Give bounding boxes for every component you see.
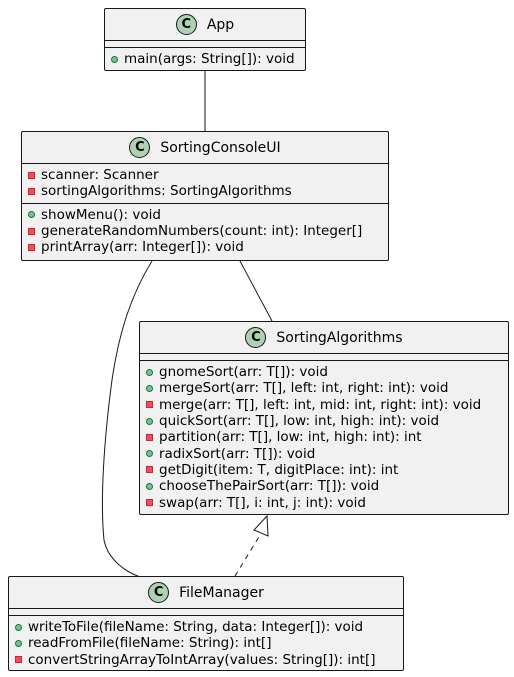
method-text: showMenu(): void [41, 206, 161, 223]
attribute-row: sortingAlgorithms: SortingAlgorithms [28, 183, 388, 199]
class-sortingalgorithms-header: C SortingAlgorithms [140, 322, 508, 353]
attribute-row: scanner: Scanner [28, 167, 388, 183]
class-icon: C [129, 137, 151, 158]
class-app-header: C App [105, 9, 305, 40]
method-text: chooseThePairSort(arr: T[]): void [159, 478, 380, 495]
class-filemanager-methods: writeToFile(fileName: String, data: Inte… [9, 616, 403, 671]
method-row: chooseThePairSort(arr: T[]): void [146, 478, 508, 494]
private-icon [28, 171, 35, 179]
class-sortingalgorithms[interactable]: C SortingAlgorithms gnomeSort(arr: T[]):… [139, 321, 509, 515]
class-filemanager-name: FileManager [179, 584, 264, 601]
class-icon: C [175, 14, 197, 35]
public-icon [15, 639, 22, 647]
private-icon [146, 433, 153, 441]
class-sortingconsoleui-methods: showMenu(): void generateRandomNumbers(c… [22, 204, 388, 259]
private-icon [28, 227, 35, 235]
edge-ui-sortingalgorithms [239, 260, 273, 322]
public-icon [146, 368, 153, 376]
class-filemanager-header: C FileManager [9, 577, 403, 608]
method-text: generateRandomNumbers(count: int): Integ… [41, 223, 363, 240]
class-sortingconsoleui-name: SortingConsoleUI [160, 139, 281, 156]
method-text: radixSort(arr: T[]): void [159, 445, 316, 462]
method-text: swap(arr: T[], i: int, j: int): void [159, 494, 366, 511]
method-row: mergeSort(arr: T[], left: int, right: in… [146, 380, 508, 396]
method-text: quickSort(arr: T[], low: int, high: int)… [159, 413, 440, 430]
method-row: generateRandomNumbers(count: int): Integ… [28, 223, 388, 239]
method-text: writeToFile(fileName: String, data: Inte… [28, 619, 364, 636]
method-row: gnomeSort(arr: T[]): void [146, 364, 508, 380]
class-sortingconsoleui-header: C SortingConsoleUI [22, 132, 388, 163]
method-row: swap(arr: T[], i: int, j: int): void [146, 494, 508, 511]
private-icon [15, 656, 22, 664]
private-icon [146, 401, 153, 409]
attribute-text: scanner: Scanner [41, 167, 159, 184]
method-row: radixSort(arr: T[]): void [146, 445, 508, 462]
method-text: gnomeSort(arr: T[]): void [159, 364, 328, 381]
class-app-methods: main(args: String[]): void [105, 48, 305, 70]
class-filemanager[interactable]: C FileManager writeToFile(fileName: Stri… [8, 576, 404, 671]
method-row: writeToFile(fileName: String, data: Inte… [15, 619, 403, 635]
method-row: getDigit(item: T, digitPlace: int): int [146, 462, 508, 478]
class-icon: C [245, 327, 267, 348]
public-icon [28, 211, 35, 219]
class-app[interactable]: C App main(args: String[]): void [104, 8, 306, 71]
class-app-name: App [206, 16, 235, 33]
public-icon [146, 450, 153, 458]
class-sortingconsoleui-attributes: scanner: Scanner sortingAlgorithms: Sort… [22, 164, 388, 203]
method-row: partition(arr: T[], low: int, high: int)… [146, 429, 508, 445]
method-text: printArray(arr: Integer[]): void [41, 239, 244, 256]
public-icon [146, 384, 153, 392]
class-sortingalgorithms-methods: gnomeSort(arr: T[]): void mergeSort(arr:… [140, 361, 508, 514]
method-row: showMenu(): void [28, 207, 388, 223]
method-text: main(args: String[]): void [124, 51, 295, 68]
realization-arrowhead [253, 514, 269, 537]
method-row: printArray(arr: Integer[]): void [28, 239, 388, 255]
class-sortingconsoleui[interactable]: C SortingConsoleUI scanner: Scanner sort… [21, 131, 389, 261]
private-icon [28, 187, 35, 195]
method-text: mergeSort(arr: T[], left: int, right: in… [159, 380, 449, 397]
public-icon [15, 623, 22, 631]
public-icon [146, 482, 153, 490]
class-sortingalgorithms-name: SortingAlgorithms [276, 329, 403, 346]
private-icon [146, 499, 153, 507]
public-icon [146, 417, 153, 425]
method-row: merge(arr: T[], left: int, mid: int, rig… [146, 397, 508, 413]
attribute-text: sortingAlgorithms: SortingAlgorithms [41, 183, 292, 200]
edge-ui-filemanager [101, 260, 153, 578]
method-text: convertStringArrayToIntArray(values: Str… [28, 651, 376, 668]
class-icon: C [148, 582, 170, 603]
edge-filemanager-sortingalgorithms [234, 531, 263, 577]
method-row: convertStringArrayToIntArray(values: Str… [15, 652, 403, 668]
method-row: readFromFile(fileName: String): int[] [15, 635, 403, 651]
private-icon [146, 466, 153, 474]
method-text: merge(arr: T[], left: int, mid: int, rig… [159, 396, 482, 413]
method-text: partition(arr: T[], low: int, high: int)… [159, 429, 422, 446]
public-icon [111, 55, 118, 63]
private-icon [28, 243, 35, 251]
method-text: readFromFile(fileName: String): int[] [28, 635, 272, 652]
method-row: quickSort(arr: T[], low: int, high: int)… [146, 413, 508, 429]
method-row: main(args: String[]): void [111, 51, 305, 67]
method-text: getDigit(item: T, digitPlace: int): int [159, 461, 399, 478]
